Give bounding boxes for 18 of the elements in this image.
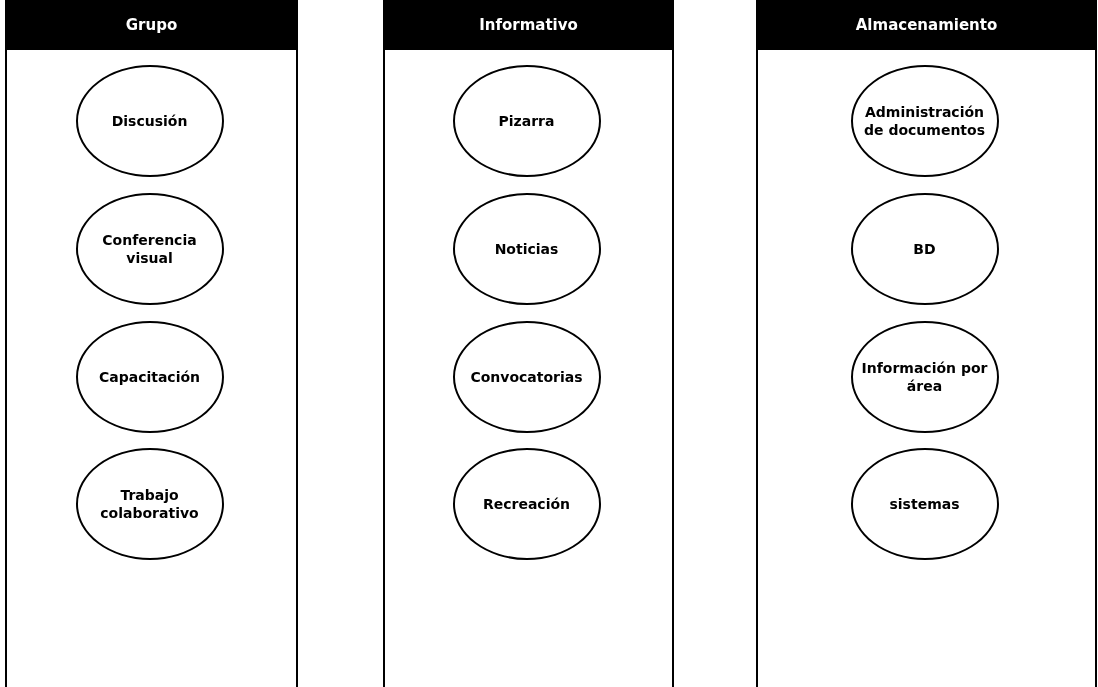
node-label: Administración de documentos [863, 102, 986, 140]
column-panel [383, 0, 674, 687]
column-header: Informativo [385, 0, 672, 50]
node-label: Noticias [494, 239, 559, 259]
node-label: sistemas [889, 494, 960, 514]
node-label: Información por área [861, 358, 988, 396]
node-label: Recreación [482, 494, 571, 514]
column-header: Grupo [7, 0, 296, 50]
column-header: Almacenamiento [758, 0, 1095, 50]
node-label: Discusión [111, 111, 188, 131]
node-label: Capacitación [98, 367, 201, 387]
column-panel [756, 0, 1097, 687]
column-panel [5, 0, 298, 687]
node-label: BD [913, 239, 936, 259]
node-label: Convocatorias [470, 367, 583, 387]
node-label: Pizarra [498, 111, 555, 131]
node-label: Conferencia visual [101, 230, 198, 268]
node-label: Trabajo colaborativo [99, 485, 200, 523]
